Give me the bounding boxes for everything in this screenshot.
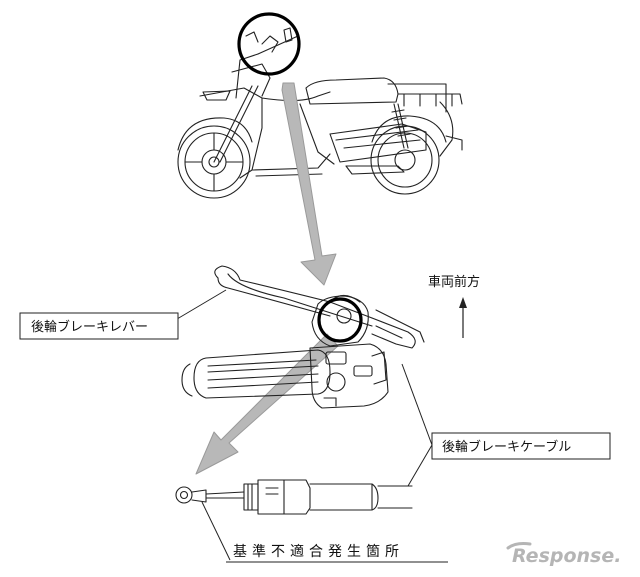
leader-cable-to-lever: [401, 363, 433, 446]
vehicle-front-label: 車両前方: [428, 274, 480, 290]
rear-brake-lever-label-box: [19, 312, 179, 340]
rear-brake-lever-label: 後輪ブレーキレバー: [31, 319, 148, 335]
highlight-circle-lever-pivot: [317, 297, 363, 343]
scooter-illustration: [177, 27, 463, 199]
response-watermark-text: Response.: [512, 545, 621, 567]
response-watermark-logo: Response.: [506, 542, 621, 567]
vehicle-front-arrowhead: [459, 297, 467, 308]
leader-cable-to-end: [407, 444, 433, 487]
rear-brake-cable-label: 後輪ブレーキケーブル: [442, 439, 571, 455]
rear-brake-cable-label-box: [431, 432, 611, 460]
highlight-circle-handlebar: [237, 12, 301, 76]
leader-nonconformity: [201, 501, 231, 561]
leader-lines: [171, 289, 433, 561]
callout-arrow-upper: [281, 82, 337, 286]
scooter-front-wheel: [177, 117, 253, 199]
nonconformity-location-label: 基準不適合発生箇所: [233, 543, 404, 560]
scooter-rear-wheel: [370, 115, 447, 195]
leader-rear-brake-lever: [171, 289, 227, 323]
brake-cable-detail: [175, 479, 413, 515]
brake-lever-assembly: [181, 265, 425, 409]
callout-arrow-lower: [195, 333, 339, 475]
